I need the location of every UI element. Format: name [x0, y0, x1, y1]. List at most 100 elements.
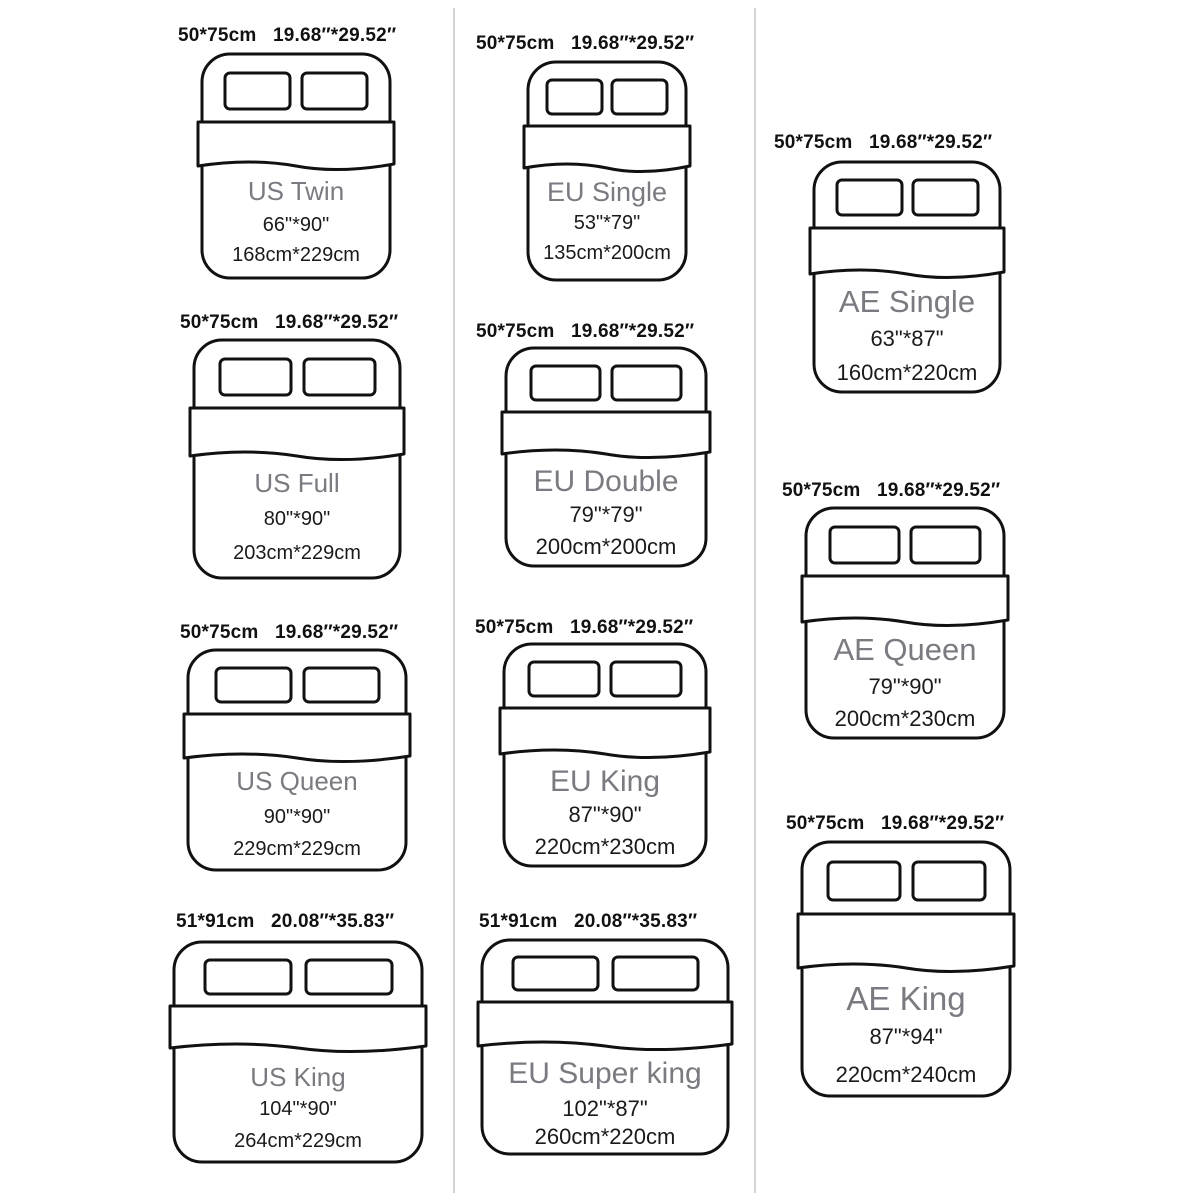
- bed-size-name: US King: [250, 1062, 346, 1092]
- blanket-fold: [796, 912, 1016, 974]
- pillow-icon: [223, 71, 292, 111]
- bed-frame: [192, 338, 402, 580]
- bed-size-name: US Twin: [247, 176, 345, 206]
- pillow-icon: [511, 955, 600, 992]
- bed-size-cm: 229cm*229cm: [233, 838, 361, 860]
- pillow-icon: [610, 78, 669, 116]
- bed-outline-icon: [796, 840, 1016, 1098]
- bed-outline-icon: [800, 506, 1010, 740]
- pillow-icon: [826, 860, 902, 902]
- bed-outline-icon: [498, 642, 712, 868]
- bed-size-name: US Queen: [236, 766, 358, 796]
- bed-size-inches: 63"*87": [870, 326, 944, 351]
- bed-outline-icon: [182, 648, 412, 872]
- bed-size-cm: 168cm*229cm: [232, 244, 360, 266]
- bed-us-twin: US Twin 66"*90" 168cm*229cm: [196, 52, 396, 280]
- bed-eu-double: EU Double 79"*79" 200cm*200cm: [500, 346, 712, 568]
- bed-size-cm: 200cm*230cm: [834, 706, 976, 731]
- bed-eu-super-king: EU Super king 102"*87" 260cm*220cm: [476, 938, 734, 1156]
- pillow-size-label: 50*75cm 19.68″*29.52″: [180, 312, 399, 333]
- blanket-fold: [498, 706, 712, 760]
- bed-size-cm: 220cm*240cm: [835, 1062, 977, 1087]
- bed-size-inches: 87"*90": [568, 802, 642, 827]
- pillow-icon: [304, 958, 394, 996]
- bed-outline-icon: [500, 346, 712, 568]
- pillow-size-label: 50*75cm 19.68″*29.52″: [476, 33, 695, 54]
- bed-frame: [186, 648, 408, 872]
- bed-us-queen: US Queen 90"*90" 229cm*229cm: [182, 648, 412, 872]
- blanket-fold: [522, 124, 692, 174]
- bed-eu-king: EU King 87"*90" 220cm*230cm: [498, 642, 712, 868]
- bed-size-inches: 79"*79": [569, 502, 643, 527]
- bed-size-name: EU King: [549, 765, 661, 798]
- blanket-fold: [800, 574, 1010, 628]
- bed-size-cm: 135cm*200cm: [543, 242, 671, 264]
- bed-size-inches: 87"*94": [869, 1024, 943, 1049]
- pillow-icon: [218, 357, 293, 397]
- bed-size-inches: 79"*90": [868, 674, 942, 699]
- bed-size-inches: 90"*90": [263, 806, 331, 828]
- bed-size-inches: 102"*87": [562, 1096, 648, 1121]
- pillow-icon: [828, 525, 901, 565]
- bed-size-cm: 200cm*200cm: [535, 534, 677, 559]
- bed-us-full: US Full 80"*90" 203cm*229cm: [188, 338, 406, 580]
- bed-outline-icon: [188, 338, 406, 580]
- pillow-icon: [911, 860, 987, 902]
- pillow-icon: [302, 357, 377, 397]
- blanket-fold: [182, 712, 412, 764]
- bed-size-name: EU Double: [533, 465, 679, 498]
- pillow-size-label: 50*75cm 19.68″*29.52″: [476, 321, 695, 342]
- bed-size-cm: 203cm*229cm: [233, 542, 361, 564]
- bed-size-cm: 264cm*229cm: [234, 1130, 362, 1152]
- bed-outline-icon: [196, 52, 396, 280]
- bed-size-name: US Full: [254, 468, 340, 498]
- bed-size-name: AE Single: [838, 284, 976, 319]
- pillow-size-label: 50*75cm 19.68″*29.52″: [180, 622, 399, 643]
- pillow-icon: [527, 660, 601, 698]
- bed-size-name: EU Single: [546, 177, 668, 207]
- bed-size-inches: 80"*90": [263, 508, 331, 530]
- pillow-icon: [911, 178, 980, 217]
- bed-outline-icon: [522, 60, 692, 282]
- pillow-icon: [529, 364, 602, 402]
- bed-size-inches: 104"*90": [259, 1098, 337, 1120]
- bed-ae-queen: AE Queen 79"*90" 200cm*230cm: [800, 506, 1010, 740]
- pillow-size-label: 50*75cm 19.68″*29.52″: [786, 813, 1005, 834]
- pillow-icon: [909, 525, 982, 565]
- bed-size-inches: 66"*90": [262, 214, 330, 236]
- column-divider: [453, 8, 455, 1193]
- bed-size-name: EU Super king: [508, 1057, 702, 1090]
- bed-frame: [172, 940, 424, 1164]
- bed-frame: [504, 346, 708, 568]
- bed-frame: [526, 60, 688, 282]
- pillow-icon: [203, 958, 293, 996]
- pillow-size-label: 50*75cm 19.68″*29.52″: [774, 132, 993, 153]
- bed-outline-icon: [808, 160, 1006, 394]
- blanket-fold: [476, 1000, 734, 1052]
- bed-frame: [812, 160, 1002, 394]
- blanket-fold: [168, 1004, 428, 1054]
- pillow-icon: [610, 364, 683, 402]
- bed-outline-icon: [168, 940, 428, 1164]
- blanket-fold: [196, 120, 396, 172]
- bed-us-king: US King 104"*90" 264cm*229cm: [168, 940, 428, 1164]
- pillow-size-label: 51*91cm 20.08″*35.83″: [479, 911, 698, 932]
- pillow-size-label: 50*75cm 19.68″*29.52″: [178, 25, 397, 46]
- blanket-fold: [500, 410, 712, 460]
- bed-size-name: AE Queen: [833, 632, 977, 667]
- blanket-fold: [188, 406, 406, 462]
- bed-size-cm: 220cm*230cm: [534, 834, 676, 859]
- pillow-size-label: 50*75cm 19.68″*29.52″: [475, 617, 694, 638]
- pillow-icon: [545, 78, 604, 116]
- bed-outline-icon: [476, 938, 734, 1156]
- pillow-size-label: 51*91cm 20.08″*35.83″: [176, 911, 395, 932]
- blanket-fold: [808, 226, 1006, 280]
- pillow-icon: [835, 178, 904, 217]
- bed-size-cm: 260cm*220cm: [534, 1124, 676, 1149]
- pillow-icon: [611, 955, 700, 992]
- pillow-icon: [302, 666, 381, 704]
